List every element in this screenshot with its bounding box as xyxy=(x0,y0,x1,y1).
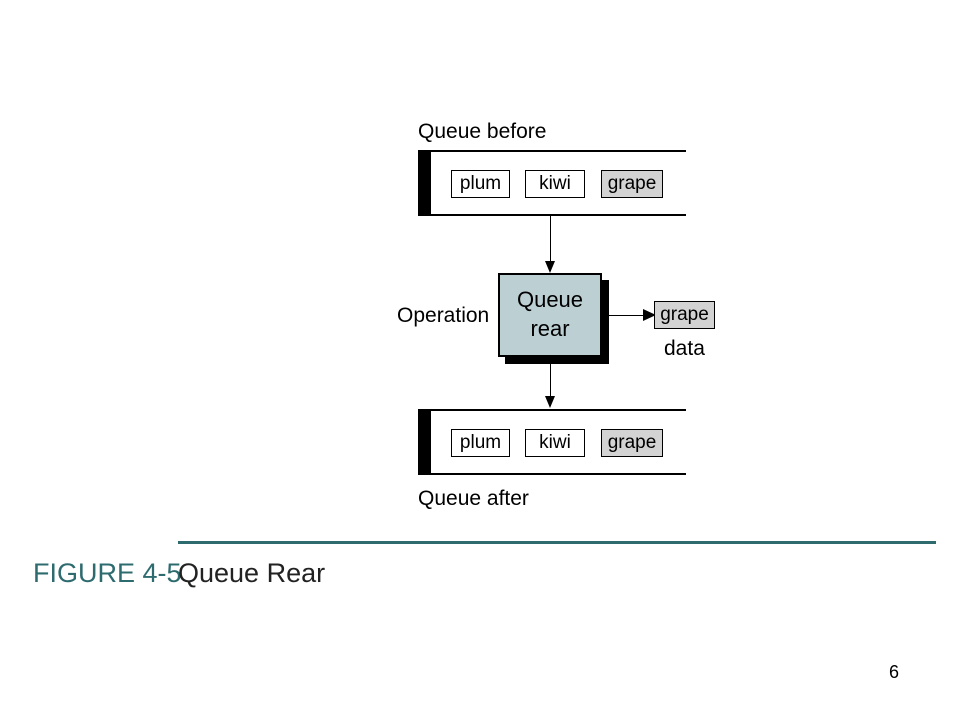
queue-after-item-grape: grape xyxy=(601,429,663,457)
queue-before-item-kiwi: kiwi xyxy=(525,170,585,198)
figure-title: Queue Rear xyxy=(178,558,326,588)
queue-before-item-plum: plum xyxy=(451,170,510,198)
queue-after-item-plum: plum xyxy=(451,429,510,457)
page-number: 6 xyxy=(889,662,900,682)
queue-after-label: Queue after xyxy=(418,487,529,510)
operation-line-2: rear xyxy=(530,316,570,341)
operation-box: Queue rear xyxy=(498,273,602,357)
queue-before-item-grape: grape xyxy=(601,170,663,198)
operation-line-1: Queue xyxy=(516,287,584,313)
operation-label: Operation xyxy=(397,304,490,327)
queue-after: plum kiwi grape xyxy=(418,409,686,475)
output-data-box: grape xyxy=(654,301,715,329)
arrow-to-output xyxy=(609,309,656,321)
queue-front-bar xyxy=(418,150,431,216)
caption-rule xyxy=(178,541,936,544)
queue-front-bar xyxy=(418,409,431,475)
queue-before-label: Queue before xyxy=(418,120,547,143)
arrow-to-operation xyxy=(545,216,555,273)
output-data-label: data xyxy=(664,337,705,360)
queue-after-item-kiwi: kiwi xyxy=(525,429,585,457)
queue-before: plum kiwi grape xyxy=(418,150,686,216)
arrow-to-queue-after xyxy=(545,364,555,408)
figure-number: FIGURE 4-5 xyxy=(33,558,182,588)
